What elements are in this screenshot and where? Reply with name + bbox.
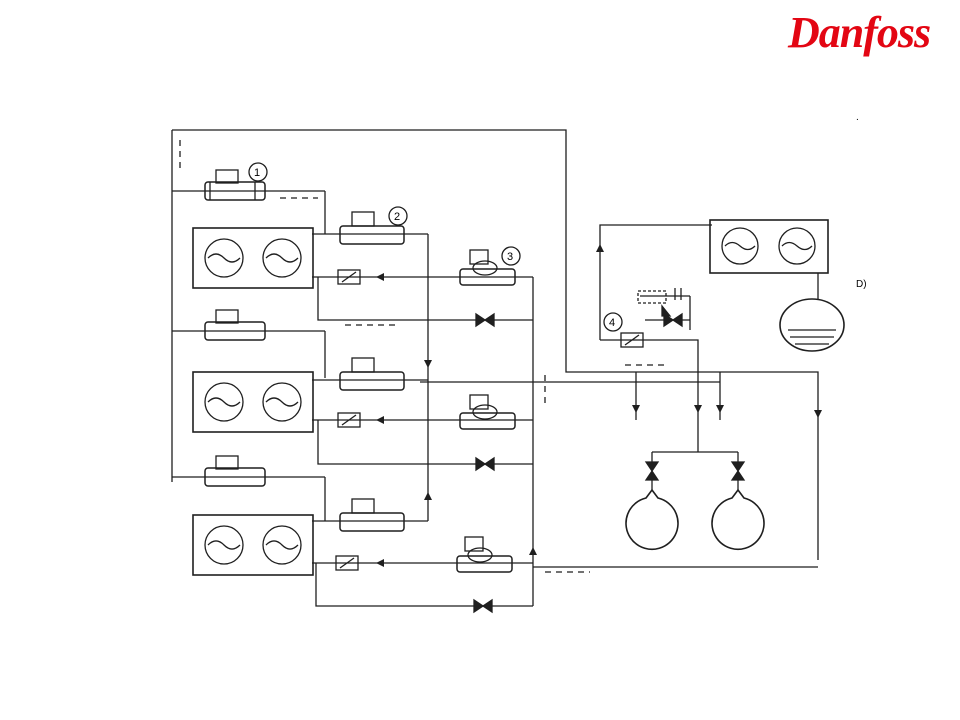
regulator-valve-icon xyxy=(459,394,516,430)
arrowhead xyxy=(424,360,432,368)
logo-wordmark: Danfoss xyxy=(788,8,931,57)
callout-label-3: 3 xyxy=(507,251,513,263)
fan-icon xyxy=(778,227,816,265)
condenser-2 xyxy=(192,371,314,433)
sight-glass-icon xyxy=(337,412,361,428)
regulator-valve-icon xyxy=(456,536,513,573)
compressor-bulb-icon xyxy=(711,488,765,551)
pipe-bypass-3 xyxy=(315,563,533,607)
fan-icon xyxy=(262,382,302,422)
callout-label-4: 4 xyxy=(609,317,615,329)
callout-circle-1 xyxy=(248,162,268,182)
regulator-valve-icon xyxy=(459,249,516,286)
check-valve-icon xyxy=(475,456,495,472)
condenser-right xyxy=(709,219,829,274)
arrowhead xyxy=(694,405,702,413)
callout-group: 1 2 3 4 xyxy=(248,162,623,332)
fan-icon xyxy=(262,238,302,278)
solenoid-valve-icon xyxy=(204,309,266,341)
control-valve-cluster xyxy=(637,288,682,317)
receiver-tank-icon xyxy=(779,298,845,352)
fan-icon xyxy=(265,540,299,550)
arrowhead xyxy=(814,410,822,418)
condenser-1 xyxy=(192,227,314,289)
fan-icon xyxy=(207,397,241,407)
callout-label-1: 1 xyxy=(254,167,260,179)
arrowhead xyxy=(376,416,384,424)
sight-glass-icon xyxy=(620,332,644,348)
solenoid-valve-icon xyxy=(204,455,266,487)
pipe-bypass-1 xyxy=(317,277,533,321)
arrowhead xyxy=(632,405,640,413)
fan-icon xyxy=(724,241,756,251)
condenser-2-box xyxy=(192,371,314,433)
arrowhead xyxy=(376,273,384,281)
arrowhead xyxy=(529,547,537,555)
sight-glass-icon xyxy=(337,269,361,285)
check-valve-icon xyxy=(730,461,746,481)
arrowhead xyxy=(716,405,724,413)
sight-glass-icon xyxy=(335,555,359,571)
arrowhead xyxy=(376,559,384,567)
check-valve-icon xyxy=(663,312,683,328)
condenser-3 xyxy=(192,514,314,576)
fan-icon xyxy=(721,227,759,265)
callout-circle-4 xyxy=(603,312,623,332)
stray-edge-label: D) xyxy=(856,279,867,290)
check-valve-icon xyxy=(475,312,495,328)
fan-icon xyxy=(265,253,299,263)
callout-label-2: 2 xyxy=(394,211,400,223)
pipe-bypass-2 xyxy=(317,420,533,465)
check-valve-icon xyxy=(644,461,660,481)
pipe-right-loop xyxy=(600,339,699,452)
pipe-right-condenser xyxy=(599,224,712,340)
fan-icon xyxy=(265,397,299,407)
condenser-1-box xyxy=(192,227,314,289)
fan-icon xyxy=(262,525,302,565)
pipe-top-frame xyxy=(172,129,819,560)
compressor-bulb-icon xyxy=(625,488,679,551)
arrow-heads xyxy=(376,244,822,567)
stray-dot: . xyxy=(856,112,859,123)
callout-circle-2 xyxy=(388,206,408,226)
solenoid-valve-icon xyxy=(339,211,405,245)
arrowhead xyxy=(596,244,604,252)
check-valve-icon xyxy=(473,598,493,614)
condenser-right-box xyxy=(709,219,829,274)
solenoid-valve-icon xyxy=(339,498,405,532)
condenser-3-box xyxy=(192,514,314,576)
fan-icon xyxy=(781,241,813,251)
fan-icon xyxy=(204,382,244,422)
fan-icon xyxy=(207,540,241,550)
fan-icon xyxy=(207,253,241,263)
main-piping xyxy=(171,129,819,607)
solenoid-valve-icon xyxy=(204,169,266,201)
flow-arrows xyxy=(179,140,665,573)
arrowhead xyxy=(424,492,432,500)
fan-icon xyxy=(204,525,244,565)
danfoss-logo: Danfoss xyxy=(788,4,948,62)
callout-circle-3 xyxy=(501,246,521,266)
fan-icon xyxy=(204,238,244,278)
solenoid-valve-icon xyxy=(339,357,405,391)
